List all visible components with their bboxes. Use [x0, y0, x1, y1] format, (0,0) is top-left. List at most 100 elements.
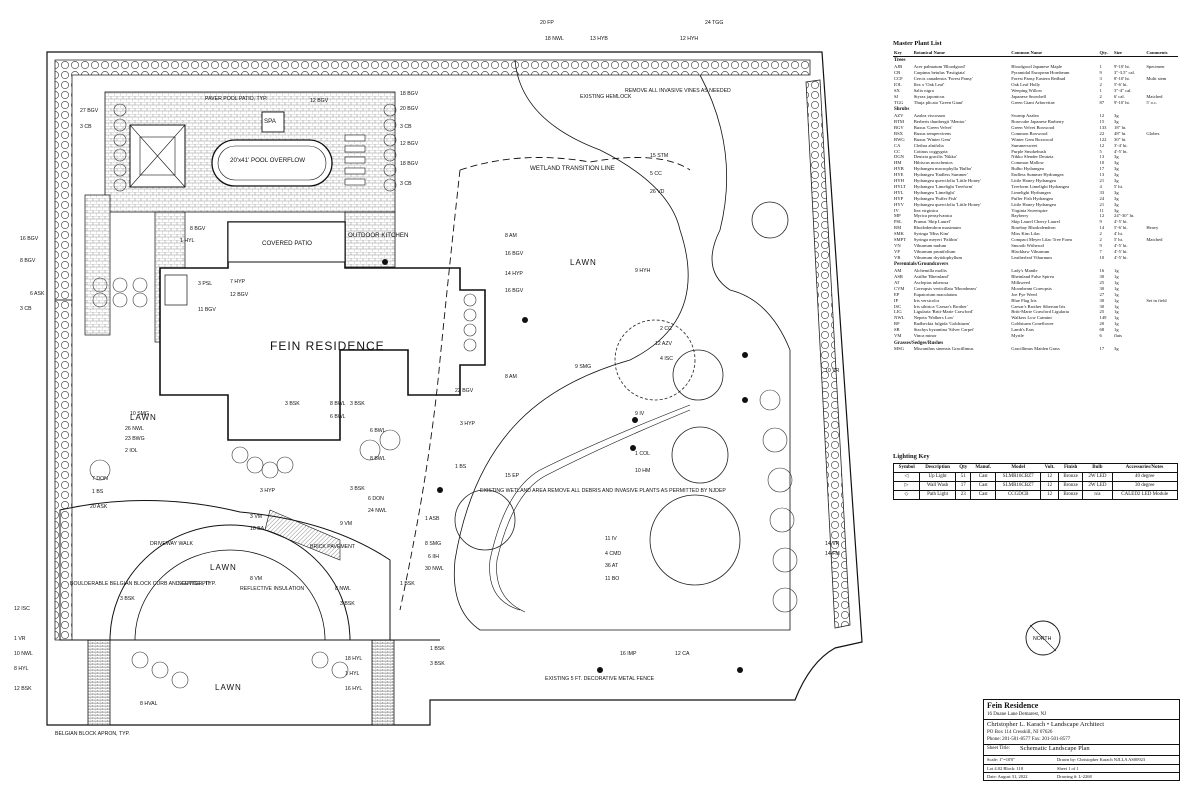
- plant-cell: Salix nigra: [913, 87, 934, 93]
- plant-cell: Ilex x 'Oak Leaf': [913, 82, 945, 88]
- tag: 3 PSL: [198, 281, 212, 287]
- driveway: [59, 500, 440, 726]
- plant-cell: 1g: [1114, 315, 1119, 321]
- tag: 30 NWL: [425, 566, 444, 572]
- tag: 1 HYL: [345, 671, 360, 677]
- plant-cell: Iris versicolor: [913, 297, 940, 303]
- lighting-cell: 12: [1040, 472, 1059, 482]
- plant-cell: Deutzia gracilis 'Nikko': [913, 154, 957, 160]
- lawn-label-front: LAWN: [215, 683, 242, 692]
- plant-cell: 9'-10' ht.: [1114, 64, 1130, 70]
- lot-block: Lot 4.02 Block: 118: [987, 766, 1024, 771]
- plant-cell: 3g: [1114, 195, 1119, 201]
- tag: 1 HYL: [180, 238, 195, 244]
- tag: 7 HYP: [230, 279, 246, 285]
- plant-cell: 15: [1099, 118, 1105, 124]
- plant-cell: Hydrangea quercifolia 'Little Honey': [913, 178, 982, 184]
- tag: 15 STM: [650, 153, 668, 159]
- plant-cell: 6: [1099, 333, 1102, 339]
- plant-cell: Coreopsis verticillata 'Moonbeam': [913, 285, 977, 291]
- tag: 2 IOL: [125, 448, 138, 454]
- lighting-cell: 51: [955, 472, 972, 482]
- sheet-number: Sheet 1 of 1: [1057, 766, 1079, 771]
- plant-cell: Stachys byzantina 'Silver Carpet': [913, 327, 975, 333]
- arborvitae-hedge-perimeter: [54, 59, 851, 641]
- plant-cell: RF: [894, 321, 900, 327]
- lighting-col-header: Volt.: [1040, 463, 1059, 473]
- plant-cell: Syringa meyeri 'Palibin': [913, 237, 958, 243]
- plant-cell: Rosecube Japanese Barberry: [1011, 118, 1065, 124]
- plant-cell: HYV: [894, 201, 904, 207]
- plant-cell: BGV: [894, 124, 904, 130]
- tag: 9 HYH: [635, 268, 651, 274]
- tag: 1 BSK: [430, 646, 445, 652]
- note-driveway-walk: DRIVEWAY WALK: [150, 541, 193, 547]
- plant-cell: 3g: [1114, 172, 1119, 178]
- plant-col-header: Common Name: [1010, 50, 1099, 57]
- plant-cell: 17: [1099, 166, 1105, 172]
- tag: 3 BSK: [350, 486, 365, 492]
- plant-cell: Treeform Limelight Hydrangea: [1011, 183, 1070, 189]
- tag: 3 BSK: [285, 401, 300, 407]
- plant-cell: Goldsturm Coneflower: [1011, 321, 1054, 327]
- tag: 18 HYL: [345, 656, 362, 662]
- designer-name: Christopher L. Karach • Landscape Archit…: [987, 721, 1105, 728]
- plant-cell: Itea virginica: [913, 207, 938, 213]
- tag: 23 BWG: [125, 436, 145, 442]
- plant-cell: 1g: [1114, 279, 1119, 285]
- plant-cell: 5'-6' ht.: [1114, 82, 1128, 88]
- plant-cell: VP: [894, 248, 900, 254]
- plant-cell: Miscanthus sinensis Gracillimus: [913, 346, 974, 352]
- plant-cell: 9: [1099, 219, 1102, 225]
- plant-cell: Cercis canadensis 'Forest Pansy': [913, 76, 973, 82]
- lighting-cell: 40 degree: [1111, 472, 1178, 482]
- plant-cell: Green Giant Arborvitae: [1011, 99, 1055, 105]
- plant-cell: EP: [894, 291, 900, 297]
- plant-cell: 68: [1099, 327, 1105, 333]
- plant-cell: 4'-5' ht.: [1114, 254, 1128, 260]
- plant-tags: 20 FP 18 NWL 13 HYB 12 HYH 24 TGG 12 BGV…: [14, 20, 840, 707]
- plant-cell: 48" ht.: [1114, 130, 1127, 136]
- plant-cell: 1g: [1114, 309, 1119, 315]
- plant-cell: 13: [1099, 154, 1105, 160]
- plant-cell: Winter Gem Boxwood: [1011, 136, 1053, 142]
- plant-cell: 12: [1099, 113, 1105, 119]
- plant-cell: 3g: [1114, 201, 1119, 207]
- plant-cell: Miss Kim Lilac: [1011, 231, 1041, 237]
- plant-cell: SX: [894, 87, 900, 93]
- plant-cell: Bulbo Hydrangea: [1011, 166, 1044, 172]
- plant-cell: Swamp Azalea: [1011, 113, 1039, 119]
- lighting-cell: 12: [1040, 490, 1059, 500]
- tag: 11 IV: [605, 536, 617, 542]
- lighting-cell: 23: [955, 490, 972, 500]
- plant-cell: HYP: [894, 195, 904, 201]
- plant-cell: 8'-10' ht.: [1114, 76, 1130, 82]
- plant-cell: Vinca minor: [913, 333, 937, 339]
- tag: 20 ASK: [90, 504, 108, 510]
- plant-cell: Hydrangea 'Limelight Treeform': [913, 183, 974, 189]
- plant-cell: [1145, 346, 1178, 352]
- tag: 9 SMG: [575, 364, 591, 370]
- plant-cell: Puffer Fish Hydrangea: [1011, 195, 1054, 201]
- plant-cell: Smooth Witherod: [1011, 243, 1044, 248]
- plant-cell: ASR: [894, 274, 903, 280]
- plant-cell: Azalea viscosum: [913, 113, 945, 119]
- plant-cell: 16: [1099, 268, 1105, 274]
- plant-cell: VR: [894, 254, 901, 260]
- tag: 8 HVAL: [140, 701, 158, 707]
- plant-cell: Matched: [1146, 237, 1163, 243]
- plant-cell: Hydrangea 'Puffer Fish': [913, 195, 958, 201]
- plant-cell: HYLT: [894, 183, 906, 189]
